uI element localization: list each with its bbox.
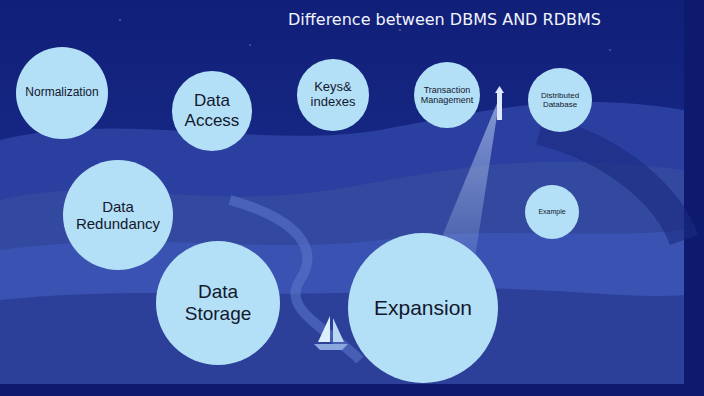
diagram-title: Difference between DBMS AND RDBMS (288, 10, 601, 29)
topic-circle: Data Storage (156, 241, 280, 365)
topic-label: Data Redundancy (72, 198, 164, 233)
topic-label: Data Storage (178, 281, 258, 325)
topic-label: Normalization (25, 86, 98, 100)
topic-label: Expansion (374, 296, 472, 320)
topic-circle: Example (525, 185, 579, 239)
topic-label: Distributed Database (535, 91, 585, 109)
sailboat (314, 316, 348, 350)
topic-circle: Normalization (16, 47, 108, 139)
topic-label: Transaction Management (420, 85, 474, 106)
topic-circle: Transaction Management (414, 62, 480, 128)
topic-circle: Keys& indexes (297, 59, 368, 130)
topic-circle: Distributed Database (528, 68, 592, 132)
topic-label: Data Access (182, 91, 242, 130)
topic-circle: Expansion (348, 233, 498, 383)
topic-circle: Data Redundancy (63, 160, 173, 270)
topic-label: Keys& indexes (305, 80, 361, 110)
topic-circle: Data Access (172, 71, 252, 151)
topic-label: Example (538, 208, 565, 216)
